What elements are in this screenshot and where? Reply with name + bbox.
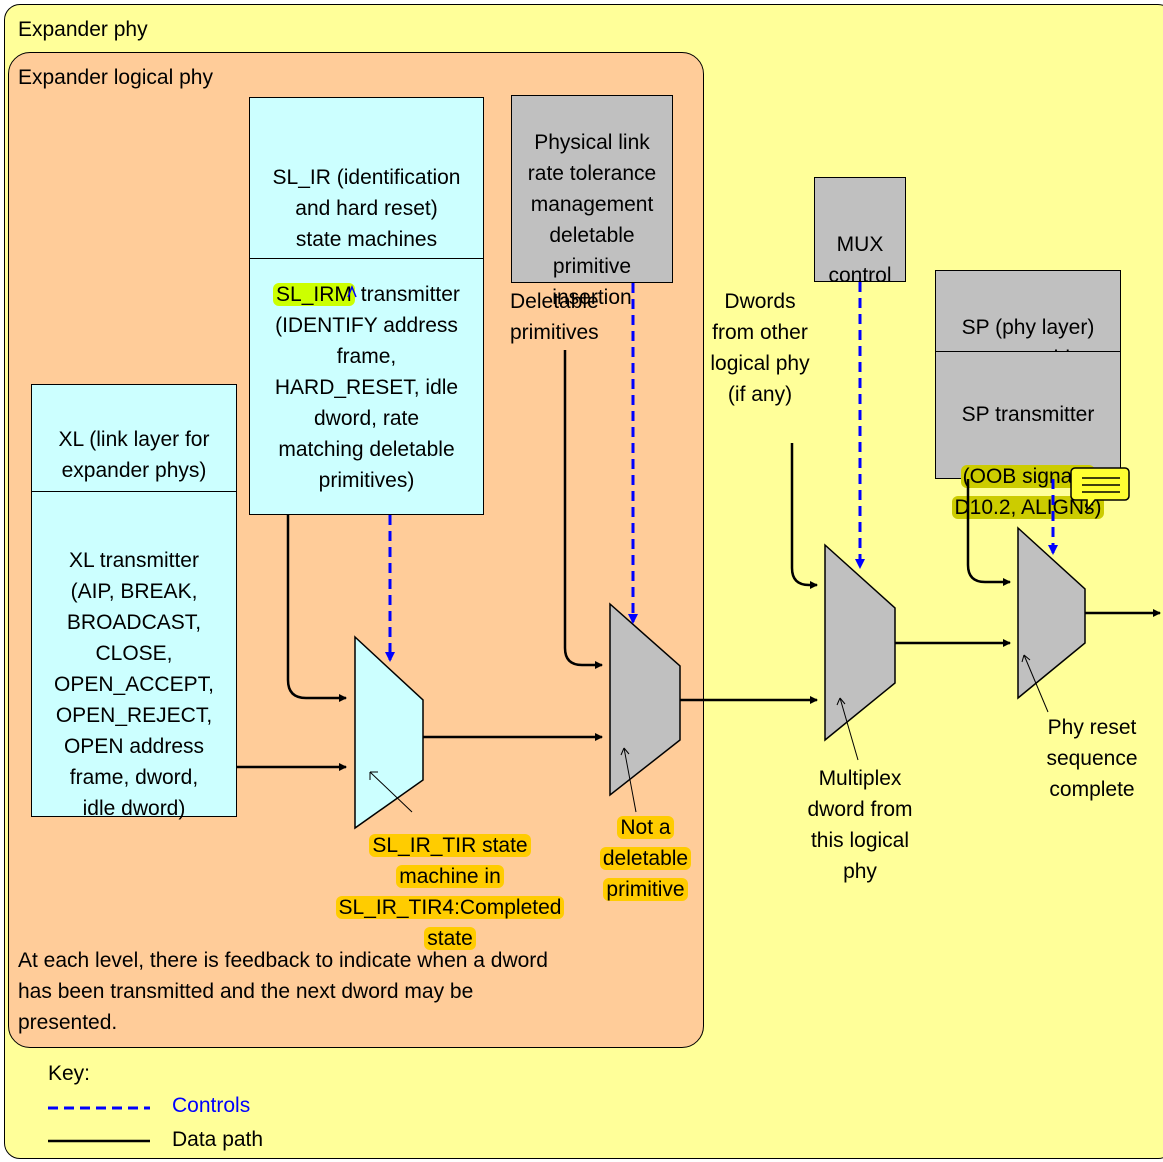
feedback-note: At each level, there is feedback to indi… xyxy=(18,949,548,1034)
comment-icon xyxy=(1070,467,1130,513)
not-deletable-label: Not a deletable primitive xyxy=(588,812,703,905)
logical-phy-label: Expander logical phy xyxy=(18,66,213,89)
sl-ir-tir-label: SL_IR_TIR state machine in SL_IR_TIR4:Co… xyxy=(300,830,600,954)
sl-irm-transmitter-text: transmitter (IDENTIFY address frame, HAR… xyxy=(274,283,460,492)
xl-transmitter-box: XL transmitter (AIP, BREAK, BROADCAST, C… xyxy=(31,491,237,820)
multiplex-label: Multiplex dword from this logical phy xyxy=(807,767,913,883)
rate-tolerance-text: Physical link rate tolerance management … xyxy=(527,131,657,309)
key-data-path-label: Data path xyxy=(172,1128,264,1151)
sl-ir-state-machine-text: SL_IR (identification and hard reset) st… xyxy=(272,166,461,251)
xl-transmitter-text: XL transmitter (AIP, BREAK, BROADCAST, C… xyxy=(54,549,214,820)
sl-irm-transmitter-box: SL_IRM transmitter (IDENTIFY address fra… xyxy=(249,258,484,515)
rate-tolerance-box: Physical link rate tolerance management … xyxy=(511,95,673,309)
insertion-caret-icon xyxy=(347,284,357,298)
mux-multiplex-shape xyxy=(824,543,896,742)
pointer-lines xyxy=(369,654,1049,813)
mux-rate-shape xyxy=(609,602,681,797)
sp-transmitter-box: SP transmitter (OOB signals, D10.2, ALIG… xyxy=(935,351,1121,519)
expander-phy-label: Expander phy xyxy=(18,18,148,41)
mux-control-text: MUX control xyxy=(828,233,892,287)
deletable-primitives-label: Deletable primitives xyxy=(510,290,599,344)
control-lines xyxy=(48,282,1058,1110)
key-title: Key: xyxy=(48,1062,91,1085)
phy-reset-label: Phy reset sequence complete xyxy=(1046,716,1138,801)
sp-transmitter-title: SP transmitter xyxy=(961,403,1095,426)
key-controls-label: Controls xyxy=(172,1094,251,1117)
sl-irm-highlight: SL_IRM xyxy=(273,283,355,306)
mux-control-box: MUX control xyxy=(814,177,906,287)
mux-sp-shape xyxy=(1017,526,1086,700)
dwords-other-label: Dwords from other logical phy (if any) xyxy=(710,290,810,406)
data-path-lines xyxy=(48,350,1161,1143)
mux-sl-ir-shape xyxy=(354,635,424,830)
sl-ir-state-machine-box: SL_IR (identification and hard reset) st… xyxy=(249,97,484,259)
